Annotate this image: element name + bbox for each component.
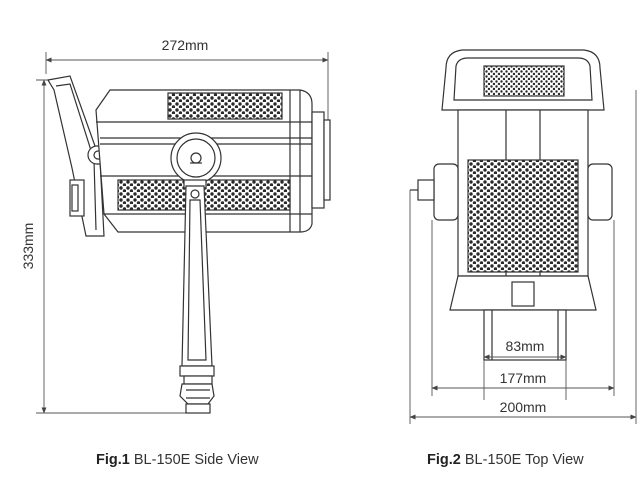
side-width-label: 272mm	[162, 37, 209, 53]
top-rear-cap	[441, 49, 605, 111]
fig1-caption: Fig.1 BL-150E Side View	[96, 452, 259, 468]
top-dimension-lines	[409, 90, 637, 424]
top-total-label: 200mm	[500, 399, 547, 415]
fig2-number: Fig.2	[427, 452, 461, 468]
fig1-number: Fig.1	[96, 452, 130, 468]
side-top-grille	[167, 92, 283, 120]
top-front-grille	[467, 159, 579, 273]
side-view	[36, 52, 331, 414]
side-height-label: 333mm	[20, 223, 36, 270]
top-mount-label: 83mm	[506, 338, 545, 354]
fig2-title: BL-150E Top View	[464, 452, 584, 468]
mount-spigot	[179, 365, 215, 414]
top-front-ring	[449, 275, 597, 361]
top-body-label: 177mm	[500, 370, 547, 386]
yoke-knob	[170, 132, 222, 184]
side-width-dimension	[45, 52, 329, 120]
fig1-title: BL-150E Side View	[133, 452, 259, 468]
fig2-caption: Fig.2 BL-150E Top View	[427, 452, 584, 468]
top-side-knobs	[410, 163, 613, 221]
top-view	[409, 49, 637, 424]
bracket-arm	[181, 179, 213, 367]
